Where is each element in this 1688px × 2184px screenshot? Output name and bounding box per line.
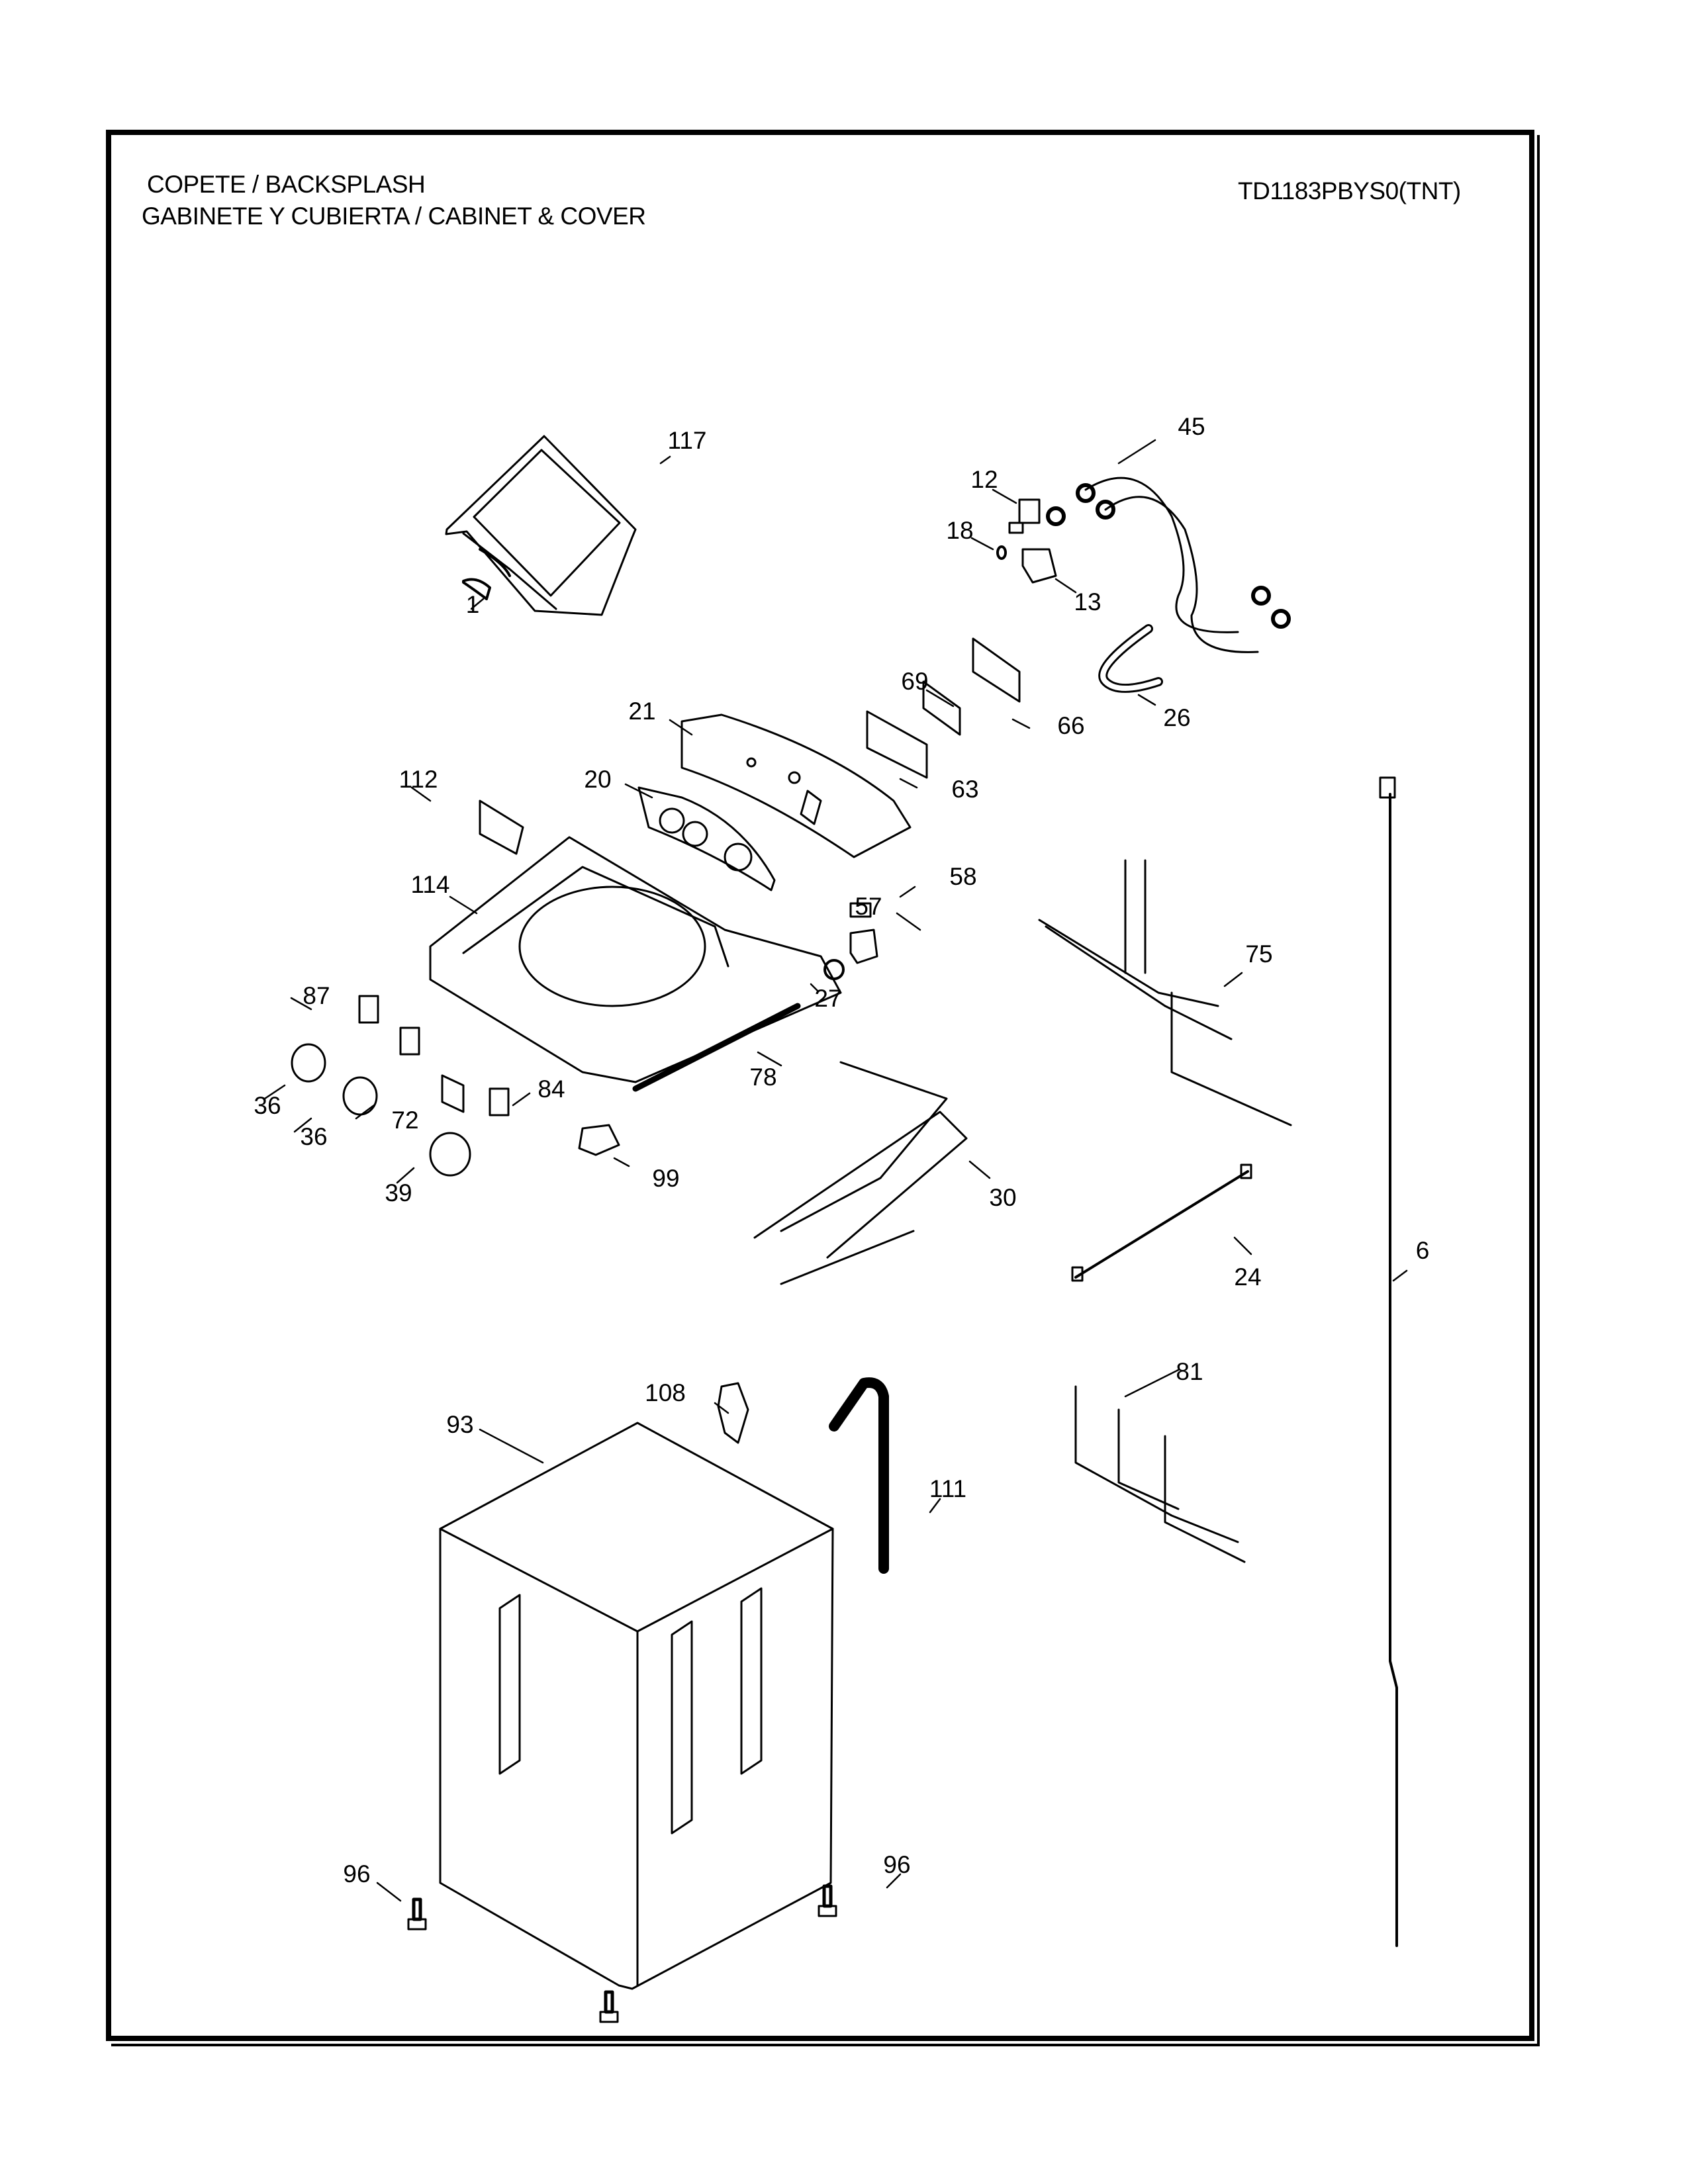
callout-24[interactable]: 24	[1234, 1263, 1262, 1291]
top-cover-drawing	[429, 836, 842, 1083]
drain-hose-drawing	[829, 1377, 889, 1574]
callout-26[interactable]: 26	[1163, 704, 1191, 731]
model-number: TD1183PBYS0(TNT)	[1238, 177, 1461, 205]
cabinet-drawing	[439, 1422, 834, 1990]
lid-lock-drawing	[479, 799, 524, 855]
callout-1[interactable]: 1	[465, 591, 480, 618]
power-cord-drawing	[1379, 776, 1398, 1947]
callout-6[interactable]: 6	[1415, 1237, 1430, 1264]
callout-114[interactable]: 114	[410, 871, 450, 898]
callout-112[interactable]: 112	[399, 766, 438, 793]
section-title-backsplash: COPETE / BACKSPLASH	[147, 171, 426, 198]
callout-30[interactable]: 30	[989, 1184, 1017, 1211]
lid-drawing	[445, 435, 637, 616]
callout-108[interactable]: 108	[645, 1379, 686, 1406]
callout-96-right[interactable]: 96	[883, 1851, 911, 1878]
harness-30-drawing	[753, 1061, 968, 1285]
callout-75[interactable]: 75	[1245, 940, 1273, 968]
console-drawing	[637, 786, 776, 891]
callout-81[interactable]: 81	[1176, 1358, 1203, 1385]
callout-87[interactable]: 87	[303, 982, 330, 1009]
callout-27[interactable]: 27	[814, 985, 842, 1012]
page-frame-shadow	[111, 135, 1540, 2046]
hose-tube-drawing	[632, 1003, 801, 1092]
callout-63[interactable]: 63	[951, 776, 979, 803]
callout-66[interactable]: 66	[1057, 712, 1085, 739]
callout-21[interactable]: 21	[628, 698, 656, 725]
inlet-hoses-drawing	[1076, 477, 1291, 653]
callout-58[interactable]: 58	[949, 863, 977, 890]
leader-lines	[263, 439, 1408, 1902]
callout-117[interactable]: 117	[667, 427, 707, 454]
callout-45[interactable]: 45	[1178, 413, 1205, 440]
lower-harness-drawing	[1074, 1385, 1246, 1563]
main-harness-drawing	[1038, 859, 1292, 1126]
page-frame	[106, 130, 1534, 2041]
callout-36-lower[interactable]: 36	[300, 1123, 328, 1150]
callout-84[interactable]: 84	[538, 1075, 565, 1103]
control-board-drawing	[866, 637, 1021, 779]
callout-96-left[interactable]: 96	[343, 1860, 371, 1888]
callout-93[interactable]: 93	[446, 1411, 474, 1438]
callout-72[interactable]: 72	[391, 1107, 419, 1134]
callout-18[interactable]: 18	[946, 517, 974, 544]
fill-hose-inner	[1100, 626, 1161, 691]
callout-111[interactable]: 111	[929, 1475, 967, 1502]
callout-69[interactable]: 69	[901, 668, 929, 695]
callout-39[interactable]: 39	[385, 1179, 412, 1206]
callout-13[interactable]: 13	[1074, 588, 1102, 615]
leveling-legs-drawing	[407, 1884, 837, 2023]
switch-parts-drawing	[823, 902, 878, 980]
lid-handle-drawing	[462, 578, 491, 600]
callout-36-upper[interactable]: 36	[254, 1092, 281, 1119]
callout-99[interactable]: 99	[652, 1165, 680, 1192]
callout-12[interactable]: 12	[970, 466, 998, 493]
backsplash-drawing	[680, 713, 912, 858]
valve-drawing	[996, 498, 1066, 584]
drain-hose-holder-drawing	[717, 1382, 749, 1444]
section-title-cabinet-cover: GABINETE Y CUBIERTA / CABINET & COVER	[142, 203, 646, 230]
callout-78[interactable]: 78	[749, 1064, 777, 1091]
callout-20[interactable]: 20	[584, 766, 612, 793]
callout-57[interactable]: 57	[855, 893, 882, 920]
controls-drawing	[291, 995, 620, 1177]
harness-24-drawing	[1071, 1163, 1252, 1282]
